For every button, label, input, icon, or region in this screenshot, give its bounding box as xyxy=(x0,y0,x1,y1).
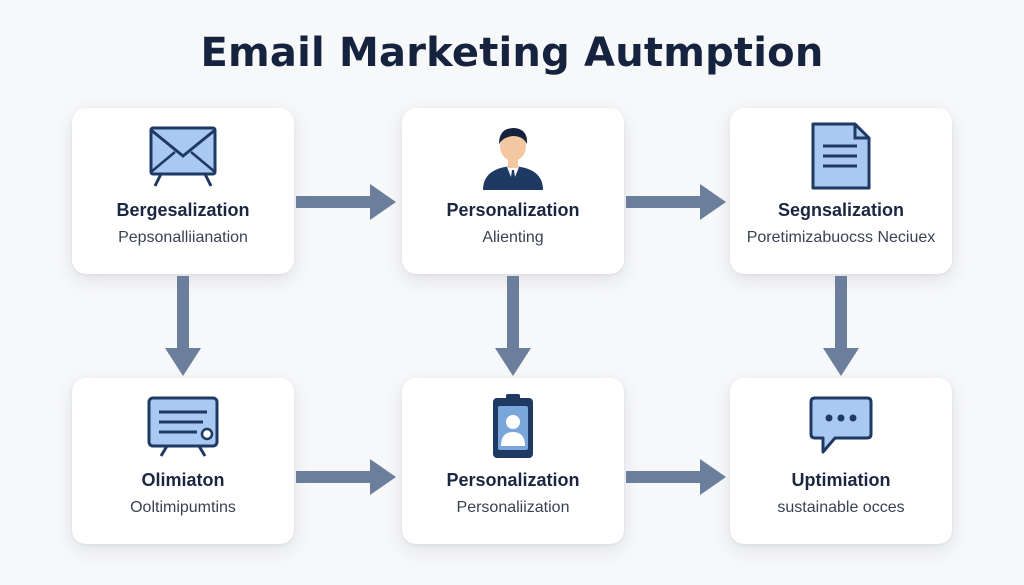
step-heading: Olimiaton xyxy=(141,470,225,490)
step-card-2: Personalization Alienting xyxy=(402,108,624,274)
step-subtext: sustainable occes xyxy=(777,499,905,516)
step-subtext: Ooltimipumtins xyxy=(130,499,236,516)
chat-bubble-icon xyxy=(730,392,952,462)
profile-badge-icon xyxy=(402,392,624,462)
document-icon xyxy=(730,122,952,192)
step-card-6: Uptimiation sustainable occes xyxy=(730,378,952,544)
step-subtext: Poretimizabuocss Neciuex xyxy=(746,229,936,246)
step-heading: Personalization xyxy=(446,200,580,220)
arrow-right-icon xyxy=(296,184,396,220)
envelope-icon xyxy=(72,122,294,192)
arrow-down-icon xyxy=(823,276,859,376)
arrow-right-icon xyxy=(626,184,726,220)
step-heading: Personalization xyxy=(446,470,580,490)
newsletter-icon xyxy=(72,392,294,462)
step-heading: Bergesalization xyxy=(116,200,250,220)
step-heading: Uptimiation xyxy=(791,470,891,490)
arrow-down-icon xyxy=(495,276,531,376)
step-subtext: Pepsonalliianation xyxy=(118,229,248,246)
step-card-3: Segnsalization Poretimizabuocss Neciuex xyxy=(730,108,952,274)
arrow-down-icon xyxy=(165,276,201,376)
step-card-5: Personalization Personaliization xyxy=(402,378,624,544)
step-subtext: Personaliization xyxy=(456,499,570,516)
arrow-right-icon xyxy=(296,459,396,495)
step-subtext: Alienting xyxy=(482,229,544,246)
step-heading: Segnsalization xyxy=(777,200,905,220)
arrow-right-icon xyxy=(626,459,726,495)
person-icon xyxy=(402,122,624,192)
step-card-4: Olimiaton Ooltimipumtins xyxy=(72,378,294,544)
step-card-1: Bergesalization Pepsonalliianation xyxy=(72,108,294,274)
diagram-title: Email Marketing Autmption xyxy=(200,30,824,76)
